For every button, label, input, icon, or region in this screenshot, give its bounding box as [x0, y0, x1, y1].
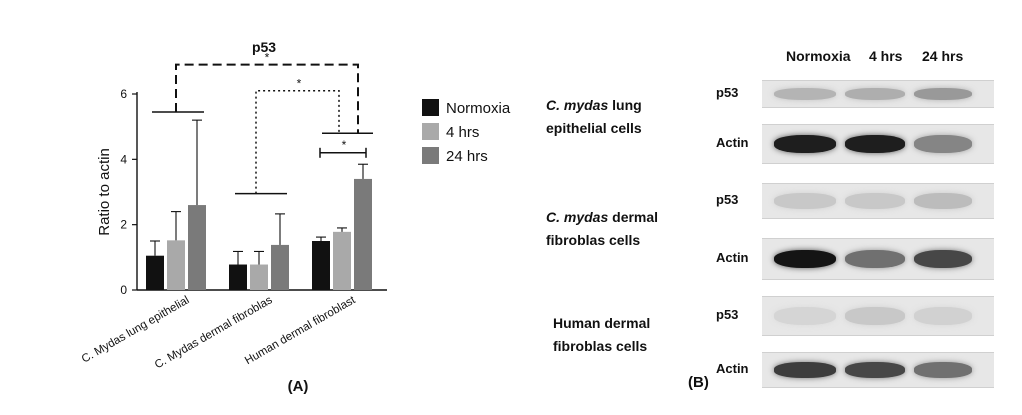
legend-swatch: [422, 147, 439, 164]
chart-title: p53: [252, 39, 276, 55]
bar: [333, 231, 351, 290]
legend-swatch: [422, 99, 439, 116]
legend-label: 24 hrs: [446, 148, 488, 165]
significance-bracket-dotted: [255, 89, 340, 194]
significance-star: *: [297, 77, 302, 91]
bar: [354, 178, 372, 290]
bar: [250, 264, 268, 290]
y-tick-label: 2: [120, 218, 127, 232]
y-tick-label: 0: [120, 283, 127, 297]
bar: [312, 241, 330, 290]
significance-star: *: [265, 51, 270, 65]
bar: [188, 205, 206, 290]
bar: [146, 255, 164, 290]
bar: [229, 264, 247, 290]
y-axis-label: Ratio to actin: [96, 148, 113, 236]
bar: [167, 240, 185, 290]
panel-label-a: (A): [288, 378, 309, 395]
legend-swatch: [422, 123, 439, 140]
y-tick-label: 6: [120, 87, 127, 101]
legend-label: 4 hrs: [446, 124, 479, 141]
significance-bracket-dashed: [175, 63, 359, 134]
legend-label: Normoxia: [446, 100, 511, 117]
y-tick-label: 4: [120, 152, 127, 166]
bar: [271, 244, 289, 290]
significance-star: *: [342, 138, 347, 152]
